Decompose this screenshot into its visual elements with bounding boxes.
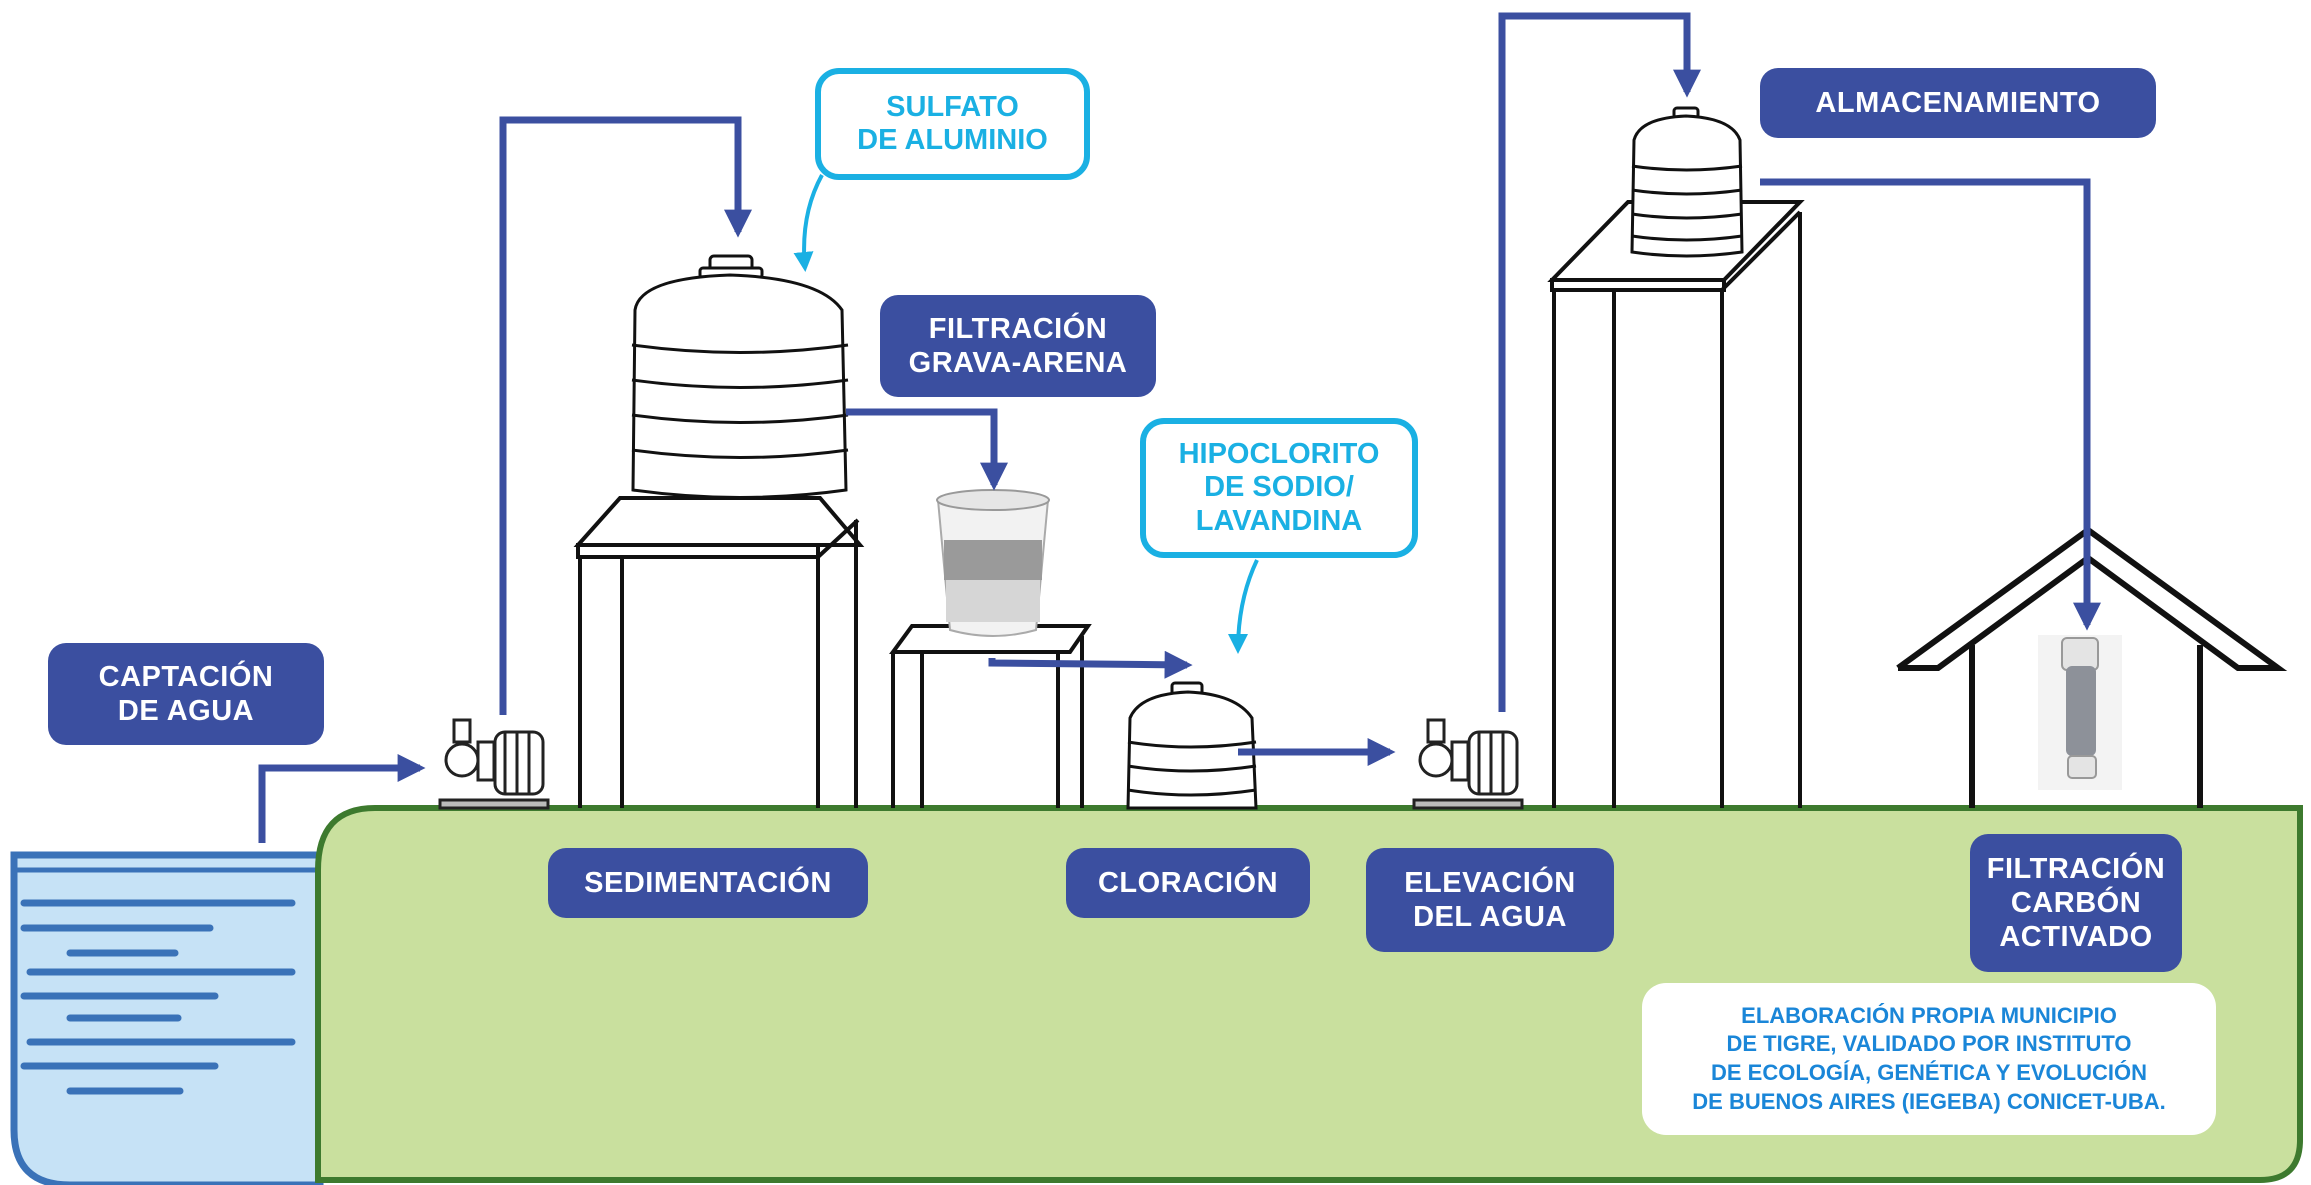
label-almacenamiento: ALMACENAMIENTO: [1760, 68, 2156, 138]
storage-tower: [1547, 200, 1805, 808]
water-tank-icon: [1126, 681, 1258, 810]
label-filtracion-carbon-line: FILTRACIÓN: [1986, 852, 2166, 885]
pointer-hipoclorito: [1228, 559, 1259, 654]
flow-arrows: [258, 12, 2101, 843]
water-pump-icon: [1412, 718, 1524, 810]
label-cloracion-line: CLORACIÓN: [1097, 866, 1279, 899]
arrow-sedimentacion-to-grava: [846, 408, 1008, 491]
water-tank-icon: [1630, 106, 1744, 258]
label-filtracion-carbon: FILTRACIÓN CARBÓN ACTIVADO: [1970, 834, 2182, 972]
callout-hipoclorito-line: LAVANDINA: [1195, 504, 1363, 537]
sedimentation-stand: [573, 496, 865, 808]
gravel-filter-stand: [889, 624, 1092, 808]
water-pump-icon: [438, 718, 550, 810]
label-filtracion-grava-line: FILTRACIÓN: [928, 312, 1108, 345]
callout-sulfato-line: SULFATO: [886, 90, 1019, 123]
credit-line: DE TIGRE, VALIDADO POR INSTITUTO: [1726, 1031, 2132, 1057]
arrow-captacion-to-pump: [258, 754, 426, 843]
label-captacion-line: CAPTACIÓN: [98, 660, 274, 693]
label-sedimentacion: SEDIMENTACIÓN: [548, 848, 868, 918]
label-elevacion-line: ELEVACIÓN: [1404, 866, 1576, 899]
label-captacion-line: DE AGUA: [117, 695, 255, 727]
label-elevacion: ELEVACIÓN DEL AGUA: [1366, 848, 1614, 952]
callout-sulfato-line: DE ALUMINIO: [857, 124, 1048, 156]
credit-line: DE BUENOS AIRES (IEGEBA) CONICET-UBA.: [1692, 1088, 2166, 1114]
carbon-filter-cartridge-icon: [2038, 635, 2122, 790]
callout-pointers: [793, 174, 1259, 654]
arrow-almacenamiento-to-filtro: [1760, 178, 2101, 631]
credit-line: DE ECOLOGÍA, GENÉTICA Y EVOLUCIÓN: [1711, 1060, 2147, 1085]
arrow-pump-to-almacenamiento: [1498, 12, 1701, 712]
gravel-filter-cup-icon: [936, 489, 1050, 637]
callout-hipoclorito-line: DE SODIO/: [1204, 471, 1354, 504]
credit-line: ELABORACIÓN PROPIA MUNICIPIO: [1741, 1002, 2117, 1028]
label-elevacion-line: DEL AGUA: [1413, 901, 1567, 933]
arrow-pump-to-sedimentacion: [499, 116, 752, 715]
label-filtracion-carbon-line: CARBÓN: [2010, 886, 2142, 919]
pointer-sulfato: [793, 174, 824, 272]
label-filtracion-grava: FILTRACIÓN GRAVA-ARENA: [880, 295, 1156, 397]
label-captacion: CAPTACIÓN DE AGUA: [48, 643, 324, 745]
water-body-icon: [10, 851, 324, 1185]
credit-note: ELABORACIÓN PROPIA MUNICIPIO DE TIGRE, V…: [1642, 983, 2216, 1135]
callout-hipoclorito: HIPOCLORITO DE SODIO/ LAVANDINA: [1140, 418, 1418, 558]
label-filtracion-grava-line: GRAVA-ARENA: [908, 347, 1128, 379]
arrow-grava-to-cloracion: [988, 650, 1193, 679]
label-cloracion: CLORACIÓN: [1066, 848, 1310, 918]
callout-sulfato: SULFATO DE ALUMINIO: [815, 68, 1090, 180]
label-filtracion-carbon-line: ACTIVADO: [1999, 921, 2153, 954]
label-sedimentacion-line: SEDIMENTACIÓN: [584, 866, 832, 899]
label-almacenamiento-line: ALMACENAMIENTO: [1815, 86, 2101, 119]
water-tank-icon: [631, 254, 849, 499]
callout-hipoclorito-line: HIPOCLORITO: [1178, 437, 1380, 470]
